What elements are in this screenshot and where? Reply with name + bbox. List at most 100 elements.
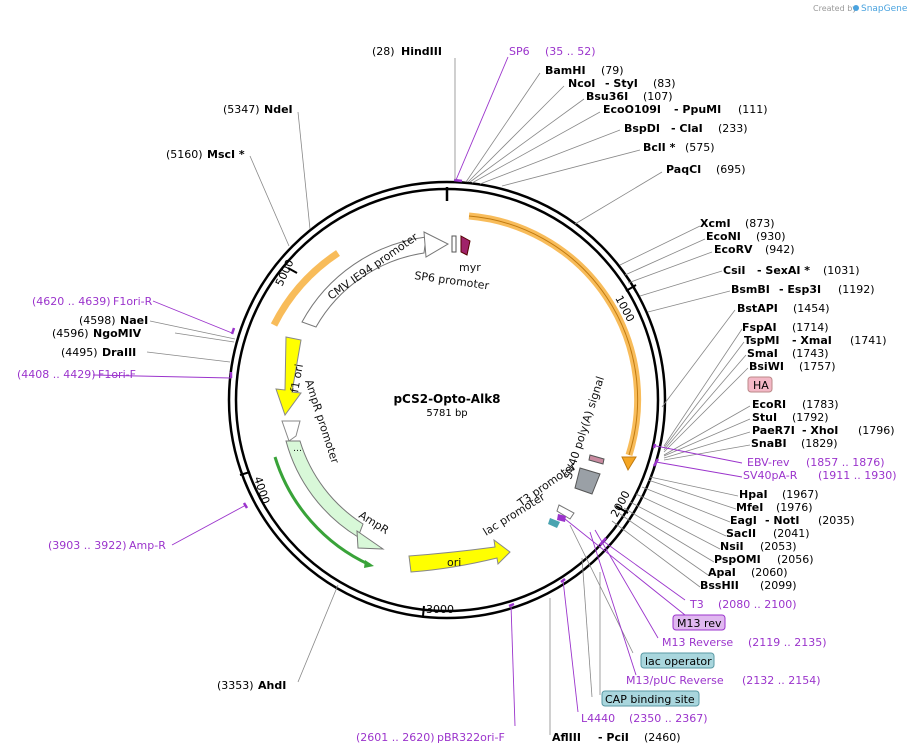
ampr-green-arrowhead bbox=[364, 560, 374, 568]
m13-reverse-name: M13 Reverse bbox=[662, 636, 733, 649]
ndei-name: NdeI bbox=[264, 103, 293, 116]
pbr322ori-name: pBR322ori-F bbox=[437, 731, 505, 744]
mfei-name: MfeI bbox=[736, 501, 763, 514]
leader-lines bbox=[146, 58, 751, 735]
t3-promoter-feature bbox=[556, 504, 575, 520]
sacii-name: SacII bbox=[726, 527, 756, 540]
t3-primer-range: (2080 .. 2100) bbox=[718, 598, 797, 611]
bcli-name: BclI * bbox=[643, 141, 676, 154]
l4440-name: L4440 bbox=[581, 712, 615, 725]
stui-name: StuI bbox=[752, 411, 777, 424]
cmv-promoter-label: CMV IE94 promoter bbox=[325, 230, 420, 302]
ampr-dots: … bbox=[293, 444, 302, 454]
apai-name: ApaI bbox=[708, 566, 736, 579]
cmv-promoter-arrowhead bbox=[423, 231, 450, 258]
csii-pos: (1031) bbox=[823, 264, 860, 277]
ori-label: ori bbox=[447, 556, 461, 569]
ngomiv-name: NgoMIV bbox=[93, 327, 142, 340]
myr-feature bbox=[460, 235, 471, 256]
bcli-pos: (575) bbox=[685, 141, 715, 154]
pspomi-pos: (2056) bbox=[777, 553, 814, 566]
sp6-primer-name: SP6 bbox=[509, 45, 530, 58]
f1-ori-feature bbox=[275, 336, 302, 417]
cds-arc-main bbox=[468, 212, 642, 457]
bsiwi-name: BsiWI bbox=[749, 360, 784, 373]
ampr-promoter-label: AmpR promoter bbox=[302, 378, 342, 466]
nsii-pos: (2053) bbox=[760, 540, 797, 553]
plasmid-length: 5781 bp bbox=[426, 408, 467, 419]
naei-pos: (4598) bbox=[79, 314, 116, 327]
ahdi-name: AhdI bbox=[258, 679, 286, 692]
sp6-primer-range: (35 .. 52) bbox=[545, 45, 596, 58]
ngomiv-pos: (4596) bbox=[52, 327, 89, 340]
bspdi-sep: - ClaI bbox=[671, 122, 703, 135]
smai-pos: (1743) bbox=[792, 347, 829, 360]
econi-name: EcoNI bbox=[706, 230, 741, 243]
mfei-pos: (1976) bbox=[776, 501, 813, 514]
f1ori-r-name: F1ori-R bbox=[113, 295, 153, 308]
sv40-small-feature bbox=[588, 454, 605, 465]
amp-r-range: (3903 .. 3922) bbox=[48, 539, 127, 552]
ebv-rev-mark bbox=[652, 443, 657, 449]
bsu36i-pos: (107) bbox=[643, 90, 673, 103]
paqci-name: PaqCI bbox=[666, 163, 701, 176]
paer7i-sep: - XhoI bbox=[802, 424, 838, 437]
bsshii-pos: (2099) bbox=[760, 579, 797, 592]
m13-rev-feature bbox=[557, 514, 566, 522]
smai-name: SmaI bbox=[747, 347, 778, 360]
m13-rev-label: M13 rev bbox=[677, 617, 722, 630]
csii-name: CsiI bbox=[723, 264, 745, 277]
paer7i-pos: (1796) bbox=[858, 424, 895, 437]
snapgene-brand: SnapGene bbox=[861, 4, 908, 14]
fspai-name: FspAI bbox=[742, 321, 777, 334]
paer7i-name: PaeR7I bbox=[752, 424, 795, 437]
tick-label-3000: 3000 bbox=[426, 603, 454, 616]
l4440-range: (2350 .. 2367) bbox=[629, 712, 708, 725]
m13-rev-badge bbox=[672, 614, 726, 631]
cap-binding-badge bbox=[601, 690, 700, 707]
f1ori-r-mark bbox=[230, 327, 236, 335]
bstapi-name: BstAPI bbox=[737, 302, 778, 315]
bamhi-pos: (79) bbox=[601, 64, 624, 77]
eco0109i-pos: (111) bbox=[738, 103, 768, 116]
ha-label: HA bbox=[753, 379, 769, 392]
nsii-name: NsiI bbox=[720, 540, 744, 553]
t3-primer-name: T3 bbox=[689, 598, 704, 611]
ori-feature bbox=[408, 538, 511, 573]
amp-r-name: Amp-R bbox=[129, 539, 166, 552]
tick-5000 bbox=[287, 267, 298, 274]
lac-promoter-label: lac promoter bbox=[481, 490, 548, 539]
bsmbi-name: BsmBI bbox=[731, 283, 770, 296]
f1ori-f-range: (4408 .. 4429) bbox=[17, 368, 96, 381]
xcmi-name: XcmI bbox=[700, 217, 731, 230]
fspai-pos: (1714) bbox=[792, 321, 829, 334]
bspdi-pos: (233) bbox=[718, 122, 748, 135]
tspmi-name: TspMI bbox=[744, 334, 780, 347]
bsiwi-pos: (1757) bbox=[799, 360, 836, 373]
tick-3000 bbox=[422, 605, 425, 617]
ampr-green-arc bbox=[273, 456, 371, 567]
cds-arc-main-edge bbox=[468, 215, 639, 456]
bspdi-name: BspDI bbox=[624, 122, 660, 135]
stui-pos: (1792) bbox=[792, 411, 829, 424]
lac-operator-label: lac operator bbox=[645, 655, 712, 668]
hpai-name: HpaI bbox=[739, 488, 768, 501]
ahdi-pos: (3353) bbox=[217, 679, 254, 692]
snabi-pos: (1829) bbox=[801, 437, 838, 450]
ampr-feature bbox=[285, 440, 364, 538]
m13-puc-name: M13/pUC Reverse bbox=[626, 674, 724, 687]
bsmbi-sep: - Esp3I bbox=[779, 283, 821, 296]
bsu36i-name: Bsu36I bbox=[586, 90, 628, 103]
ecori-pos: (1783) bbox=[802, 398, 839, 411]
msci-pos: (5160) bbox=[166, 148, 203, 161]
eco0109i-name: EcoO109I bbox=[603, 103, 661, 116]
hindiii-name: HindIII bbox=[401, 45, 442, 58]
created-by-text: Created by bbox=[813, 4, 857, 13]
afliii-pos: (2460) bbox=[644, 731, 681, 744]
afliii-sep: - PciI bbox=[598, 731, 629, 744]
econi-pos: (930) bbox=[756, 230, 786, 243]
primer-leader-lines bbox=[92, 56, 743, 727]
ncoi-pos: (83) bbox=[653, 77, 676, 90]
afliii-name: AflIII bbox=[552, 731, 581, 744]
ecorv-pos: (942) bbox=[765, 243, 795, 256]
